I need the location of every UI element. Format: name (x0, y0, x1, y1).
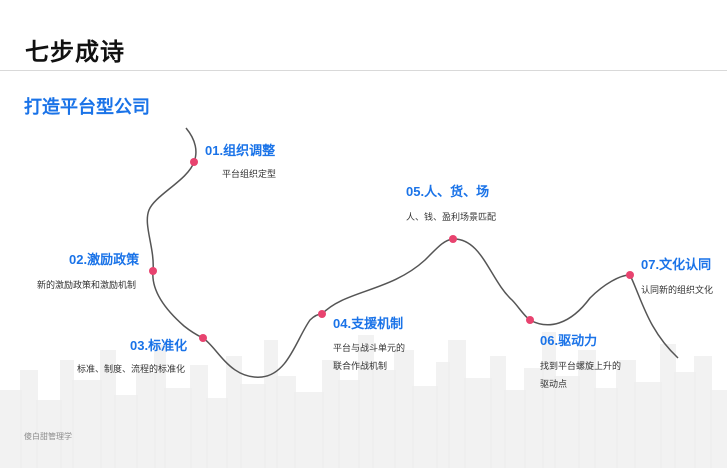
step-dot-05 (449, 235, 457, 243)
slide-subtitle: 打造平台型公司 (24, 97, 150, 117)
step-06-desc-line1: 找到平台螺旋上升的 (540, 361, 622, 371)
step-dot-06 (526, 316, 534, 324)
step-dot-07 (626, 271, 634, 279)
step-03-desc: 标准、制度、流程的标准化 (77, 364, 186, 374)
step-05-desc: 人、钱、盈利场景匹配 (406, 212, 497, 222)
step-03-title: 03.标准化 (130, 338, 188, 353)
step-04-title: 04.支援机制 (333, 316, 404, 331)
step-02-desc: 新的激励政策和激励机制 (37, 280, 137, 290)
step-04-desc-line2: 联合作战机制 (333, 361, 388, 371)
step-dot-01 (190, 158, 198, 166)
step-06-title: 06.驱动力 (540, 333, 598, 348)
title-divider (0, 70, 727, 71)
step-dot-02 (149, 267, 157, 275)
step-06-desc-line2: 驱动点 (540, 379, 568, 389)
step-dot-04 (318, 310, 326, 318)
step-01-desc: 平台组织定型 (222, 169, 277, 179)
step-dot-03 (199, 334, 207, 342)
step-07-title: 07.文化认同 (641, 257, 712, 272)
step-04-desc-line1: 平台与战斗单元的 (333, 343, 406, 353)
step-05-title: 05.人、货、场 (406, 184, 490, 199)
step-01-title: 01.组织调整 (205, 143, 276, 158)
slide-title: 七步成诗 (25, 39, 125, 66)
footer-brand: 傻白甜管理学 (24, 432, 72, 441)
step-07-desc: 认同新的组织文化 (641, 285, 714, 295)
step-02-title: 02.激励政策 (69, 252, 140, 267)
